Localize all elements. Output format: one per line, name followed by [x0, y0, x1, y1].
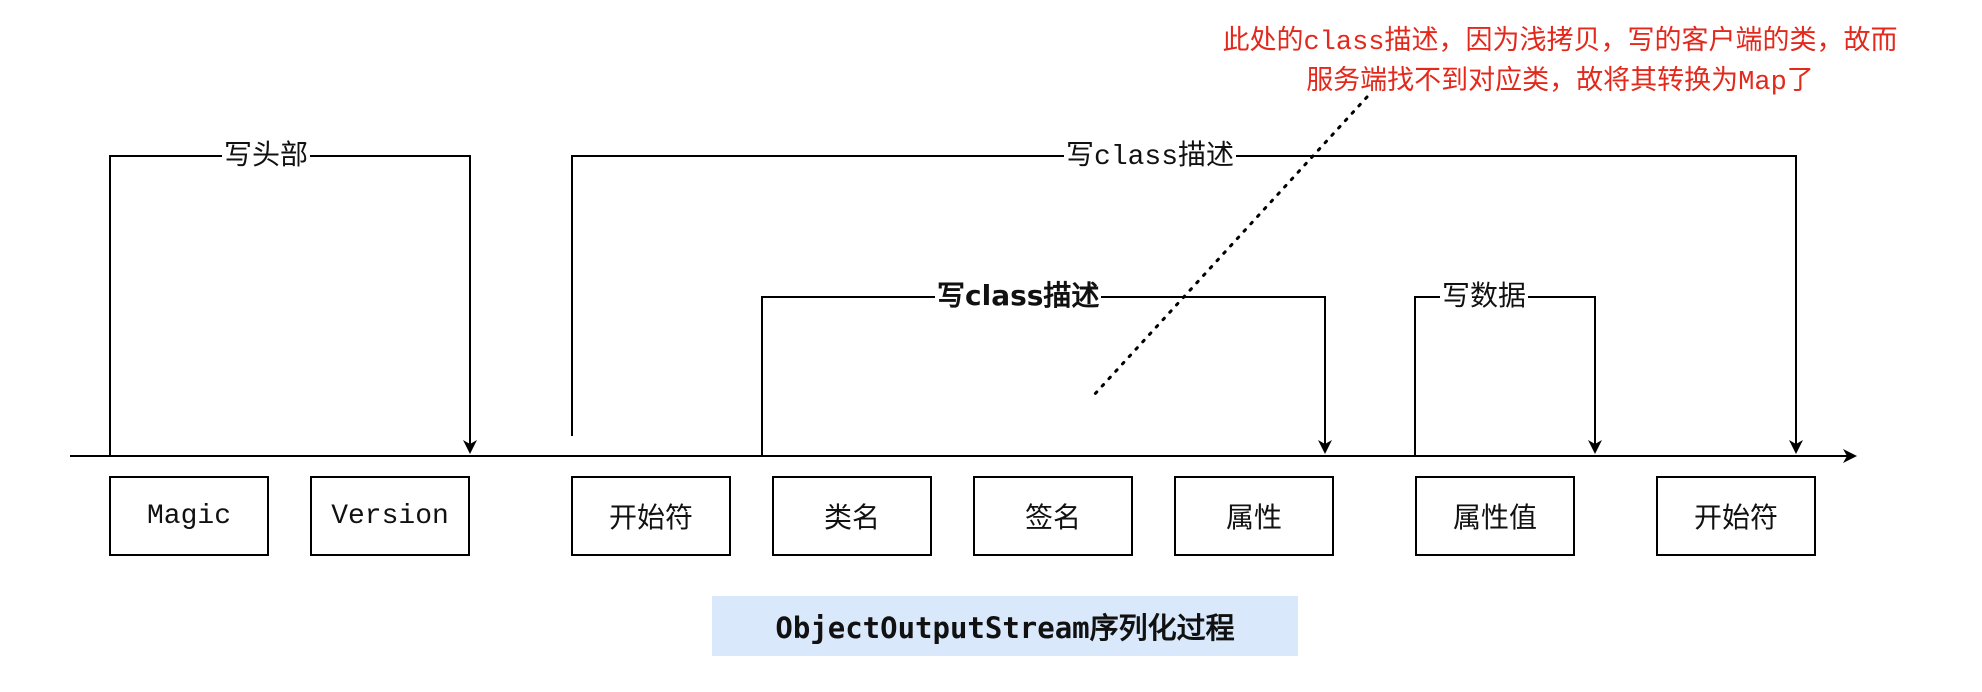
field-label: 签名 [1024, 501, 1081, 534]
field-label: 开始符 [608, 501, 693, 534]
field-label: 类名 [823, 501, 880, 534]
label-outer-suffix: 描述 [1178, 138, 1235, 171]
annotation-pointer-dotted [1092, 95, 1369, 397]
label-write-data: 写数据 [1440, 274, 1529, 314]
annot-2a: 服务端找不到对应类，故将其转换为 [1306, 65, 1739, 96]
field-label: 开始符 [1693, 501, 1778, 534]
field-box-attributes: 属性 [1174, 476, 1334, 556]
label-outer-code: class [1094, 142, 1179, 173]
field-box-class-name: 类名 [772, 476, 932, 556]
field-label: 属性值 [1452, 501, 1537, 534]
annotation-line-2: 服务端找不到对应类，故将其转换为Map了 [1170, 62, 1950, 102]
caption-text: ObjectOutputStream序列化过程 [775, 611, 1235, 645]
annotation-note: 此处的class描述，因为浅拷贝，写的客户端的类，故而 服务端找不到对应类，故将… [1170, 22, 1950, 102]
label-inner-text: 写class描述 [937, 279, 1100, 312]
annot-2b: 了 [1786, 65, 1814, 96]
annot-2-code: Map [1738, 68, 1787, 98]
label-write-class-desc-inner: 写class描述 [935, 274, 1102, 314]
annotation-line-1: 此处的class描述，因为浅拷贝，写的客户端的类，故而 [1170, 22, 1950, 62]
field-box-version: Version [310, 476, 470, 556]
field-box-start-marker-2: 开始符 [1656, 476, 1816, 556]
bracket-write-data [1414, 296, 1602, 456]
field-box-attribute-values: 属性值 [1415, 476, 1575, 556]
field-box-signature: 签名 [973, 476, 1133, 556]
label-write-data-text: 写数据 [1442, 279, 1527, 312]
diagram-caption: ObjectOutputStream序列化过程 [712, 596, 1298, 656]
annot-1a: 此处的 [1222, 25, 1304, 56]
field-label: Magic [146, 500, 231, 532]
label-outer-prefix: 写 [1066, 138, 1095, 171]
field-box-start-marker: 开始符 [571, 476, 731, 556]
label-write-class-desc-outer: 写class描述 [1064, 133, 1237, 173]
field-label: 属性 [1225, 501, 1282, 534]
annot-1b: 描述，因为浅拷贝，写的客户端的类，故而 [1384, 25, 1898, 56]
bracket-write-class-desc-outer [571, 155, 1803, 454]
label-write-header-text: 写头部 [224, 138, 309, 171]
field-label: Version [331, 500, 449, 532]
annot-1-code: class [1303, 28, 1385, 58]
field-box-magic: Magic [109, 476, 269, 556]
bracket-write-header [109, 155, 477, 456]
label-write-header: 写头部 [222, 133, 311, 173]
bracket-write-class-desc-inner [761, 296, 1332, 456]
